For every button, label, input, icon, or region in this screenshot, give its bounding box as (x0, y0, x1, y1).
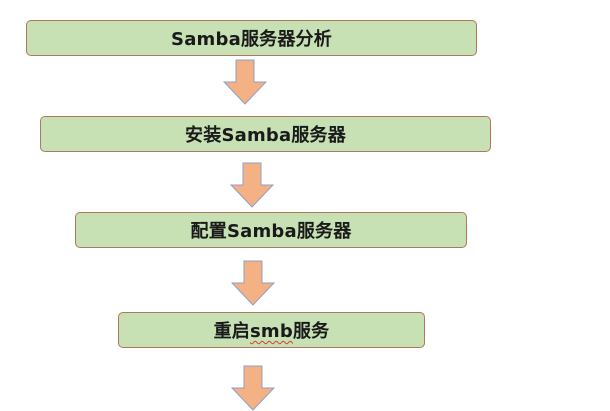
flow-step-label: Samba服务器分析 (171, 29, 332, 50)
flow-step-configure-samba: 配置Samba服务器 (75, 212, 467, 248)
down-arrow-icon (223, 59, 267, 105)
flow-step-samba-analysis: Samba服务器分析 (26, 20, 477, 56)
down-arrow-icon (231, 365, 275, 411)
flow-step-label: 配置Samba服务器 (190, 221, 352, 242)
down-arrow-icon (230, 162, 274, 208)
flow-step-restart-smb: 重启smb服务 (118, 312, 425, 348)
flow-step-label: 重启smb服务 (214, 317, 330, 343)
label-prefix: 重启 (213, 321, 251, 342)
spellcheck-word: smb (250, 321, 293, 342)
flow-step-install-samba: 安装Samba服务器 (40, 116, 491, 152)
down-arrow-icon (231, 260, 275, 306)
flow-step-label: 安装Samba服务器 (185, 125, 346, 146)
label-suffix: 服务 (292, 321, 330, 342)
